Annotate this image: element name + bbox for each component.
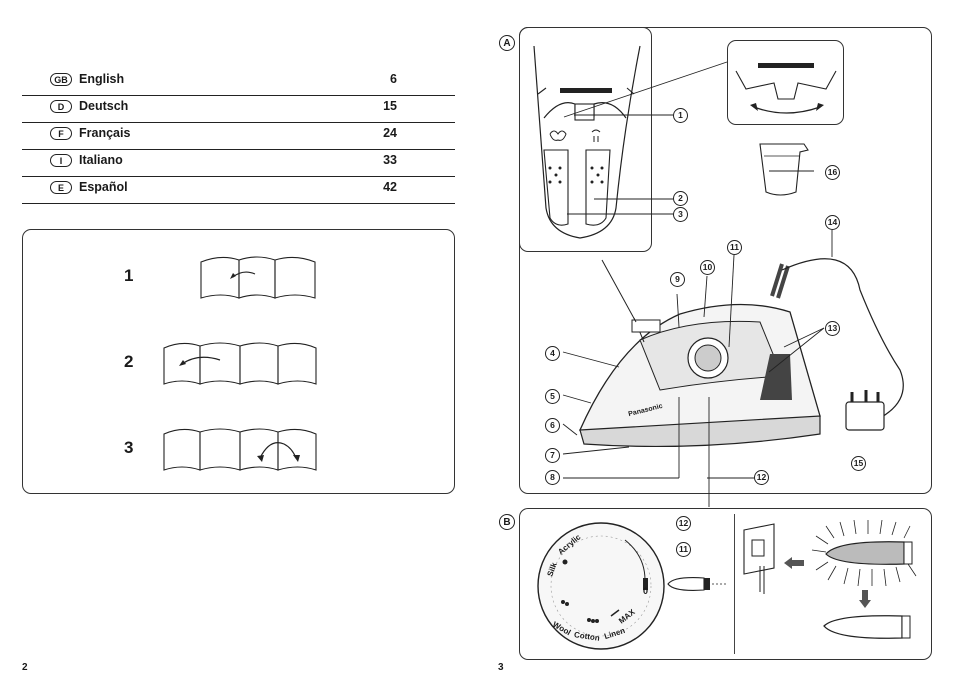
callout-leader-lines [562,61,833,507]
arrow-down-icon [859,590,871,608]
callout-4: 4 [545,346,560,361]
language-page-number: 33 [383,153,397,167]
callout-11: 11 [727,240,742,255]
section-a-badge: A [499,35,515,51]
language-name: Español [79,180,128,194]
language-name: English [79,72,125,86]
callout-3: 3 [673,207,688,222]
language-page-number: 15 [383,99,397,113]
callout-7: 7 [545,448,560,463]
measuring-cup-drawing [759,143,809,196]
language-page-number: 24 [383,126,397,140]
language-code-badge: F [50,127,72,140]
callout-11-b: 11 [676,542,691,557]
iron-top-view-drawing [533,45,641,239]
language-row-francais[interactable]: F Français 24 [22,123,455,150]
language-code-badge: E [50,181,72,194]
temperature-lamp-drawing [667,577,728,591]
section-b-panel [519,508,932,660]
language-code-badge: D [50,100,72,113]
section-a-panel [519,27,932,494]
callout-12-b: 12 [676,516,691,531]
steam-control-detail-panel [727,40,844,125]
callout-5: 5 [545,389,560,404]
steam-control-drawing [735,63,837,114]
section-b-badge: B [499,514,515,530]
section-b-divider [734,514,735,654]
page-number-left: 2 [22,662,28,673]
callout-1: 1 [673,108,688,123]
language-row-english[interactable]: GB English 6 [22,69,455,96]
steam-iron-drawing [579,258,904,448]
language-code-badge: GB [50,73,72,86]
open-book-icon [163,428,317,471]
dial-label-off: 0 [643,586,649,596]
callout-2: 2 [673,191,688,206]
language-name: Italiano [79,153,123,167]
language-row-espanol[interactable]: E Español 42 [22,177,455,204]
language-row-italiano[interactable]: I Italiano 33 [22,150,455,177]
callout-15: 15 [851,456,866,471]
callout-16: 16 [825,165,840,180]
reading-instructions-panel: 1 2 3 [22,229,455,494]
language-name: Deutsch [79,99,129,113]
page-number-right: 3 [498,662,504,673]
language-page-number: 6 [390,72,397,86]
soleplate-detail-panel [519,27,652,252]
lamp-on-drawing [811,519,917,587]
callout-10: 10 [700,260,715,275]
lamp-off-drawing [823,615,911,639]
open-book-icon [163,342,317,385]
step-number: 2 [124,352,134,371]
callout-8: 8 [545,470,560,485]
temperature-dial-drawing [537,522,665,650]
step-number: 3 [124,438,134,457]
callout-9: 9 [670,272,685,287]
wall-socket-drawing [743,523,775,594]
callout-13: 13 [825,321,840,336]
arrow-left-icon [784,557,804,569]
open-book-icon [200,256,316,299]
language-name: Français [79,126,131,140]
callout-12: 12 [754,470,769,485]
callout-6: 6 [545,418,560,433]
language-code-badge: I [50,154,72,167]
language-row-deutsch[interactable]: D Deutsch 15 [22,96,455,123]
language-page-number: 42 [383,180,397,194]
step-number: 1 [124,266,134,285]
callout-14: 14 [825,215,840,230]
